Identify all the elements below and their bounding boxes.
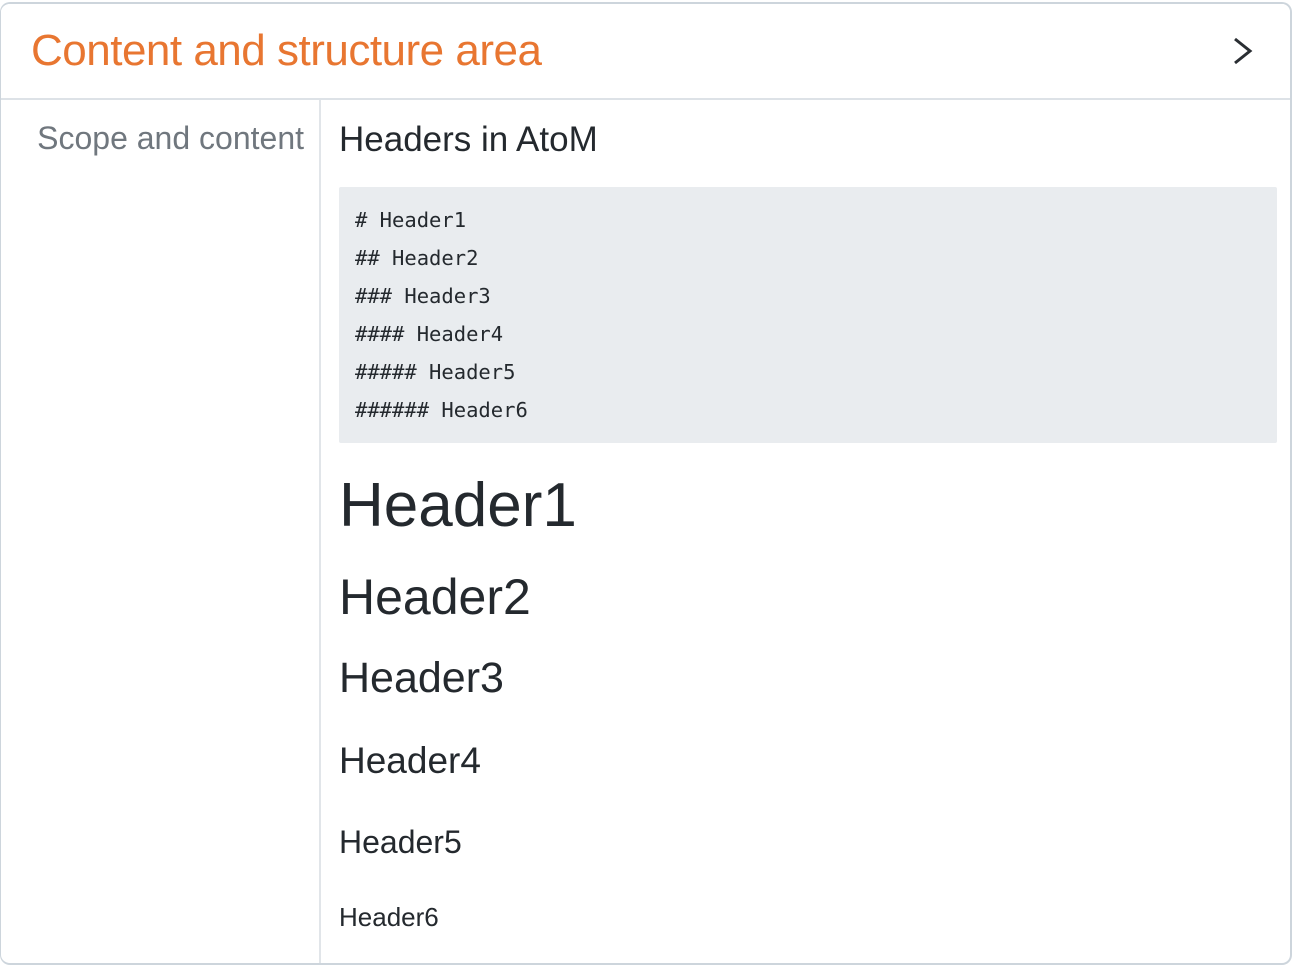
code-line: ### Header3	[355, 283, 491, 308]
rendered-header-1: Header1	[339, 470, 577, 540]
rendered-headers: Header1 Header2 Header3 Header4 Header5 …	[339, 469, 1277, 933]
code-line: ##### Header5	[355, 359, 516, 384]
markdown-code-block: # Header1 ## Header2 ### Header3 #### He…	[339, 186, 1277, 443]
rendered-header-3: Header3	[339, 654, 504, 703]
rendered-header-2: Header2	[339, 569, 531, 626]
rendered-header-4: Header4	[339, 739, 481, 781]
field-label: Scope and content	[37, 120, 304, 156]
chevron-right-icon	[1228, 35, 1256, 67]
section-header[interactable]: Content and structure area	[1, 4, 1290, 100]
rendered-header-5: Header5	[339, 824, 462, 861]
field-value-title: Headers in AtoM	[339, 120, 598, 159]
rendered-header-6: Header6	[339, 901, 439, 932]
code-line: # Header1	[355, 207, 467, 232]
section-toggle-button[interactable]	[1228, 35, 1256, 67]
code-line: ## Header2	[355, 245, 479, 270]
code-line: ###### Header6	[355, 397, 528, 422]
section-title: Content and structure area	[31, 25, 542, 75]
field-label-column: Scope and content	[1, 100, 321, 963]
field-value: Headers in AtoM # Header1 ## Header2 ###…	[321, 100, 1290, 963]
field-row: Scope and content Headers in AtoM # Head…	[1, 100, 1290, 963]
code-line: #### Header4	[355, 321, 504, 346]
